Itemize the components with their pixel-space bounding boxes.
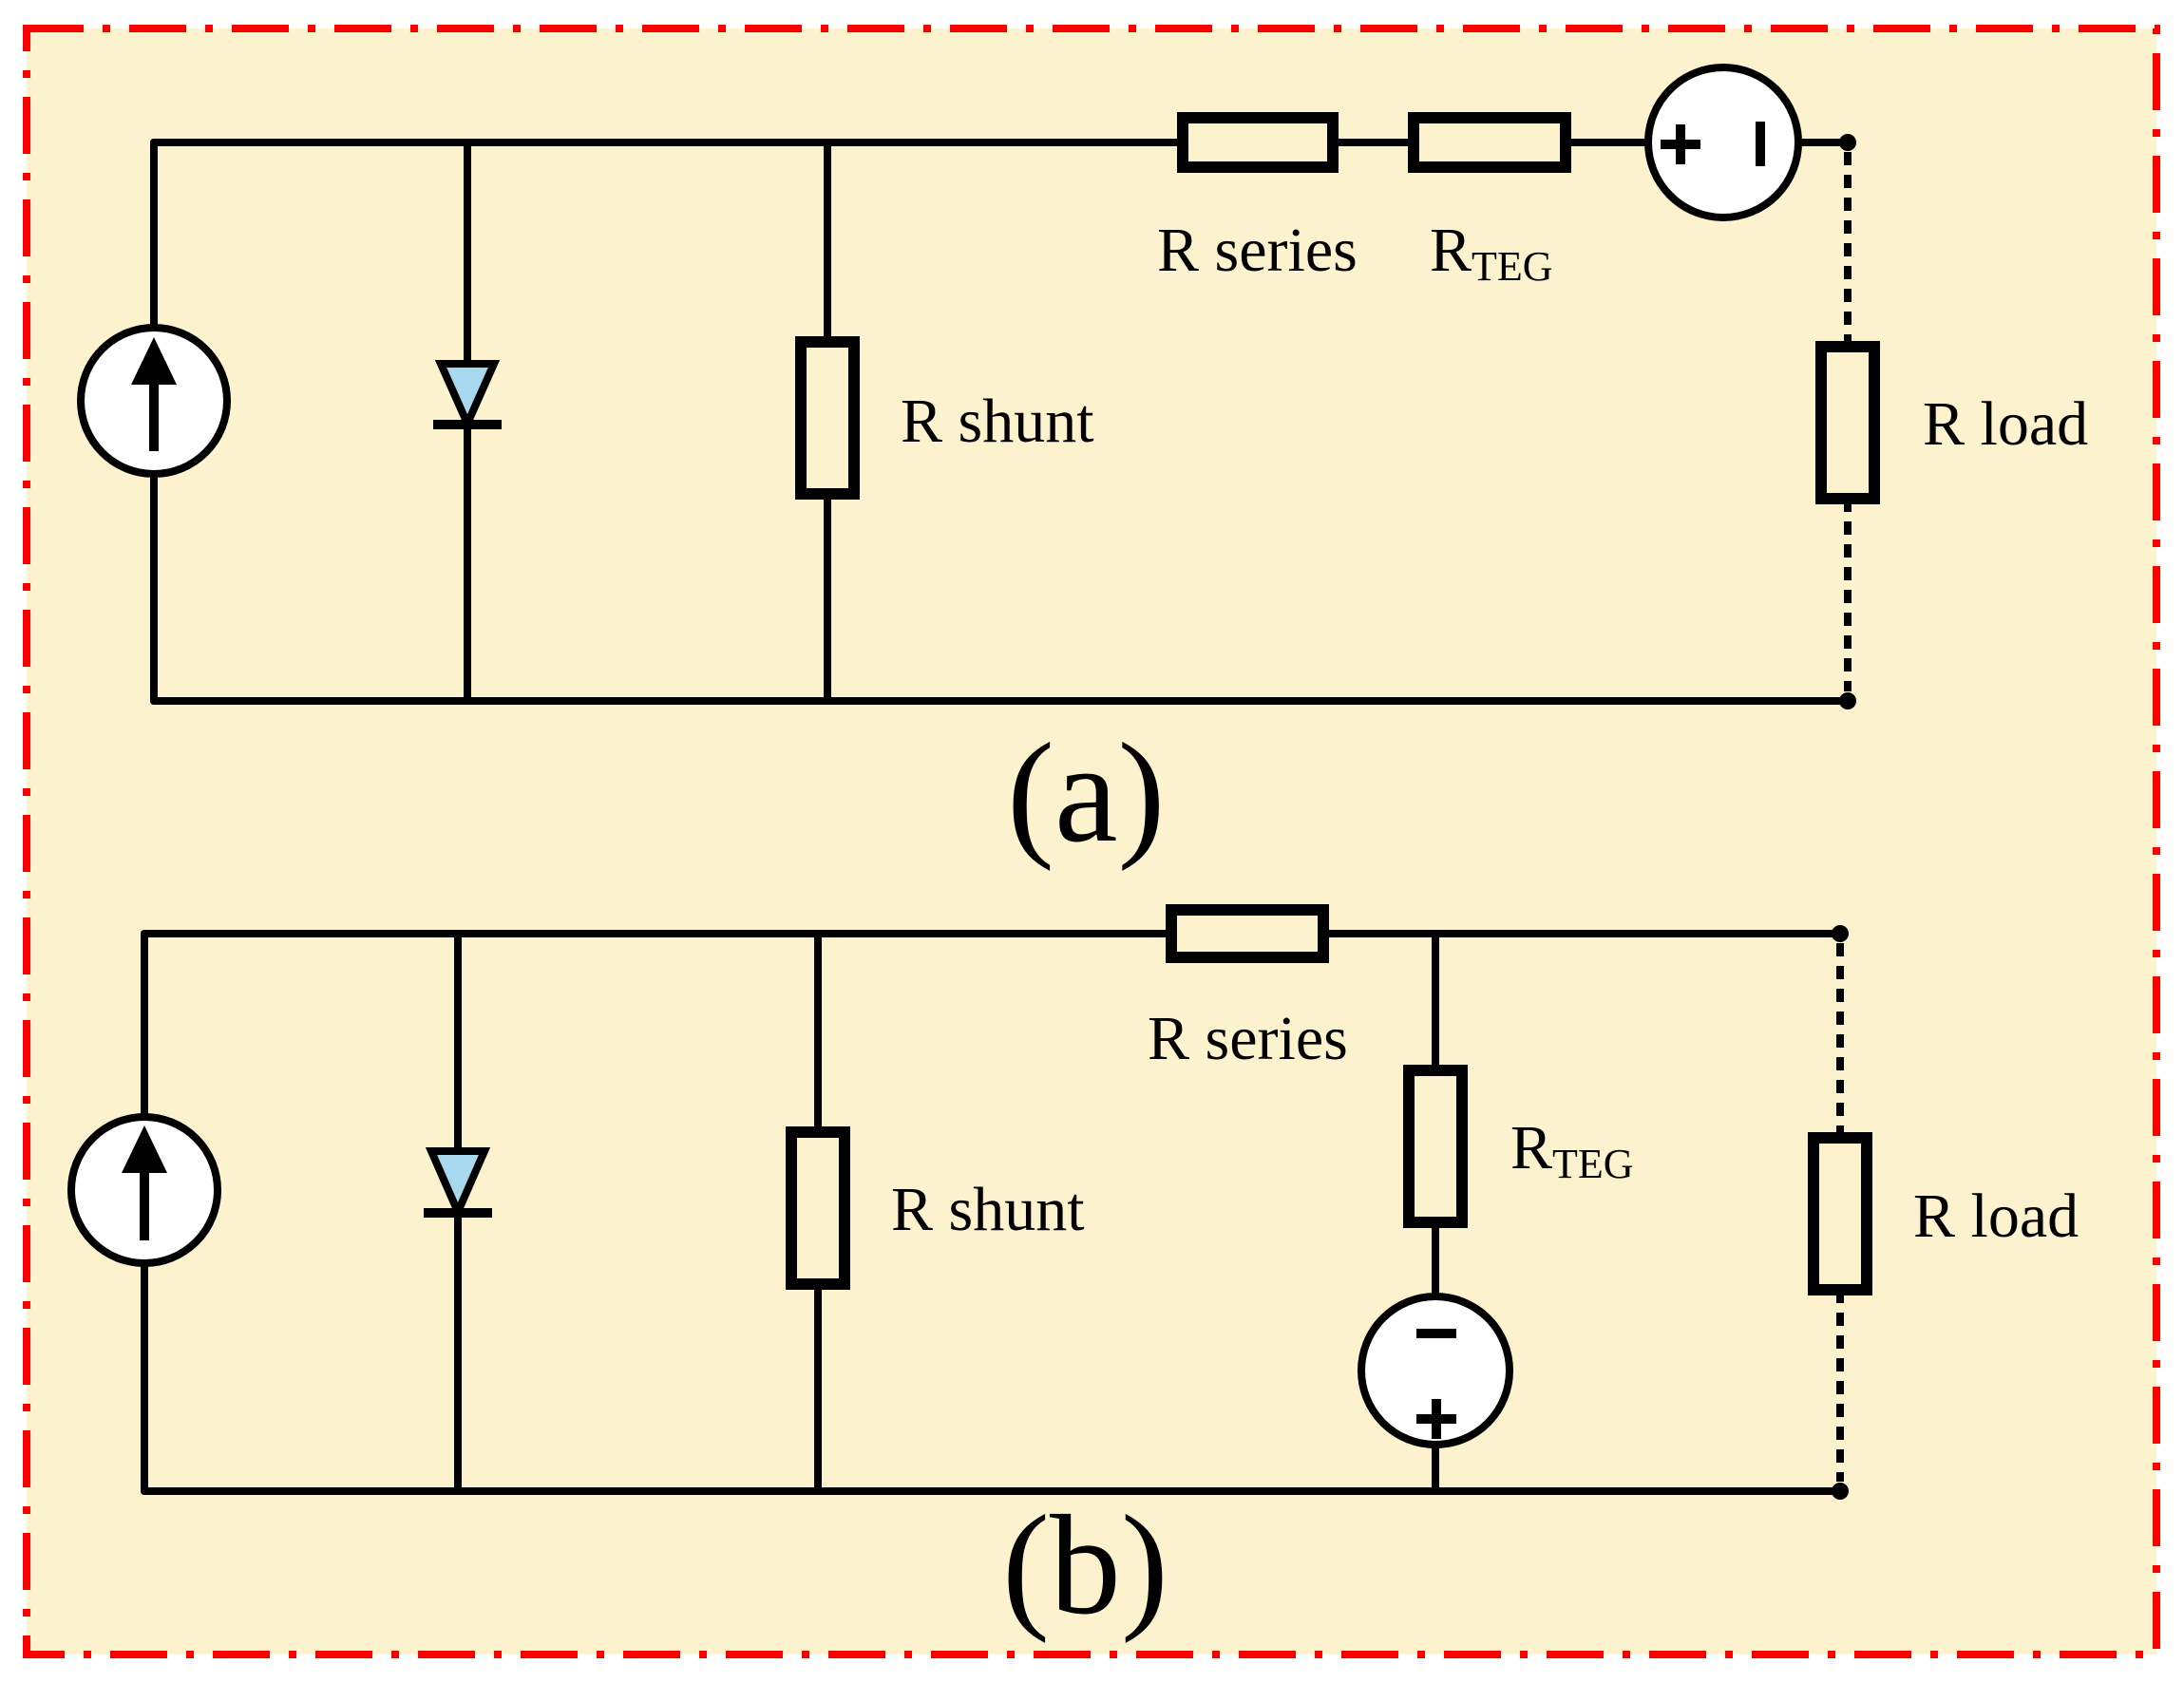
circuit-b-terminal-top bbox=[1832, 925, 1849, 942]
voltage-source-icon bbox=[1358, 1293, 1513, 1448]
circuit-b-caption: (b) bbox=[1002, 1486, 1168, 1644]
current-source-icon bbox=[77, 324, 231, 478]
diode-icon bbox=[433, 360, 502, 433]
circuit-b-r-load-label: R load bbox=[1913, 1182, 2079, 1251]
circuit-a-r-teg-label: RTEG bbox=[1430, 216, 1553, 290]
circuit-a-terminal-top bbox=[1839, 134, 1856, 151]
circuit-b-r-shunt-label: R shunt bbox=[891, 1175, 1085, 1244]
dash-dot-border bbox=[23, 25, 2160, 1658]
resistor-icon bbox=[1177, 112, 1339, 173]
voltage-source-icon bbox=[1644, 64, 1802, 221]
circuit-a-caption: (a) bbox=[1007, 714, 1165, 872]
diode-icon bbox=[424, 1147, 492, 1221]
resistor-icon bbox=[1408, 112, 1571, 173]
circuit-b-r-teg-label: RTEG bbox=[1510, 1113, 1634, 1187]
circuit-a-r-shunt-label: R shunt bbox=[901, 387, 1094, 456]
resistor-icon bbox=[1808, 1132, 1872, 1295]
resistor-icon bbox=[1403, 1065, 1468, 1228]
resistor-icon bbox=[1815, 341, 1880, 504]
circuit-b: R shunt R series RTEG R load (b) bbox=[67, 904, 2079, 1644]
circuit-a-terminal-bottom bbox=[1839, 692, 1856, 709]
circuit-a-r-series-label: R series bbox=[1157, 216, 1358, 285]
resistor-icon bbox=[795, 336, 860, 500]
resistor-icon bbox=[786, 1126, 850, 1290]
current-source-icon bbox=[67, 1113, 221, 1267]
circuit-b-r-series-label: R series bbox=[1148, 1004, 1348, 1073]
resistor-icon bbox=[1166, 904, 1329, 963]
circuit-a: R shunt R series RTEG R load (a) bbox=[77, 64, 2088, 872]
circuit-a-r-load-label: R load bbox=[1923, 389, 2088, 459]
panel-background bbox=[27, 28, 2156, 1655]
circuit-b-terminal-bottom bbox=[1832, 1483, 1849, 1500]
